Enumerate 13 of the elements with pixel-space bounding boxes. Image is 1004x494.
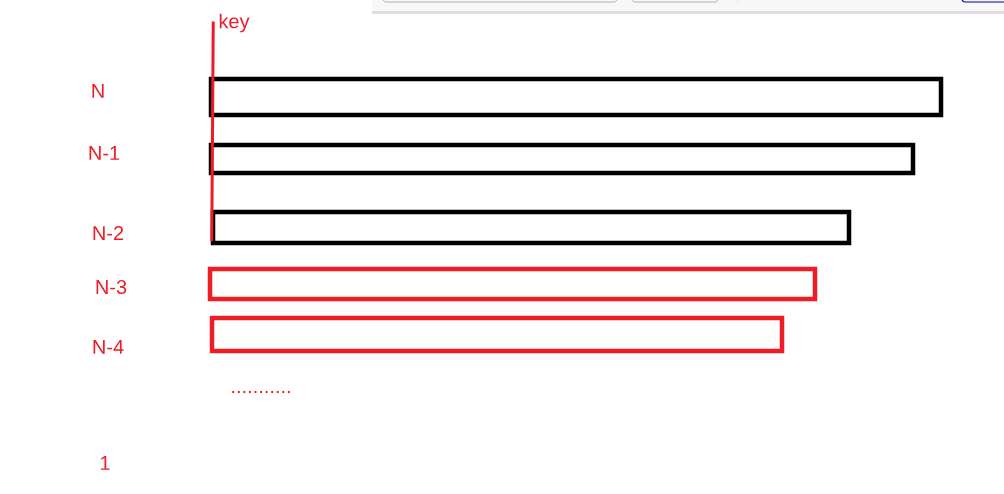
- row-label: N-4: [93, 340, 124, 354]
- row-label: 1: [100, 456, 110, 470]
- row-label: N-2: [93, 226, 124, 240]
- key-label: key: [219, 13, 250, 33]
- bar: [209, 315, 785, 354]
- ellipsis: ...........: [232, 390, 290, 394]
- row-label: N: [92, 84, 104, 98]
- row-label: N-1: [89, 146, 120, 160]
- bar: [210, 209, 852, 246]
- bar: [208, 142, 916, 176]
- bar: [208, 76, 944, 118]
- bar: [207, 266, 818, 302]
- row-label: N-3: [96, 279, 127, 295]
